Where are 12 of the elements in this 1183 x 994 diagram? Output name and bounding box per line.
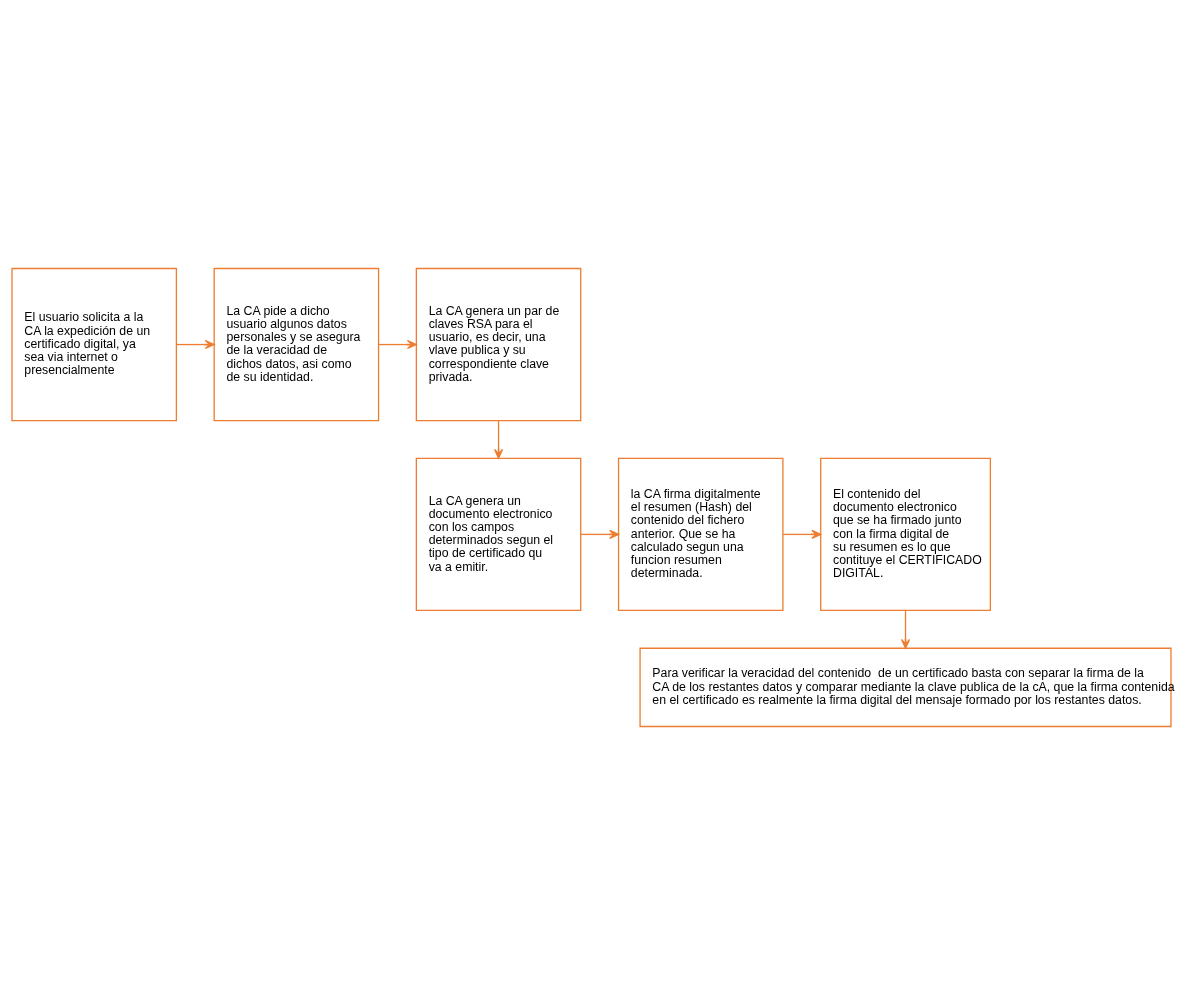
node-box: La CA pide a dicho usuario algunos datos personales y se asegura de la veracidad de dichos datos, asi como de su identidad. bbox=[213, 267, 380, 421]
arrow bbox=[900, 609, 911, 649]
node-box: La CA genera un documento electronico con los campos determinados segun el tipo de certificado qu va a emitir. bbox=[415, 457, 582, 611]
arrow bbox=[580, 529, 620, 539]
arrow bbox=[782, 529, 822, 539]
arrow bbox=[176, 339, 215, 349]
arrow bbox=[493, 419, 504, 459]
node-box: la CA firma digitalmente el resumen (Hash) del contenido del fichero anterior. Que se ha calculado segun una funcion resumen determinada. bbox=[617, 457, 784, 611]
node-box: La CA genera un par de claves RSA para el usuario, es decir, una vlave publica y su correspondiente clave privada. bbox=[415, 267, 582, 421]
node-box: El usuario solicita a la CA la expedición de un certificado digital, ya sea via internet o presencialmente bbox=[11, 267, 178, 421]
node-box: El contenido del documento electronico que se ha firmado junto con la firma digital de su resumen es lo que contituye el CERTIFICADO DIGITAL. bbox=[820, 457, 991, 611]
arrow bbox=[378, 339, 417, 349]
